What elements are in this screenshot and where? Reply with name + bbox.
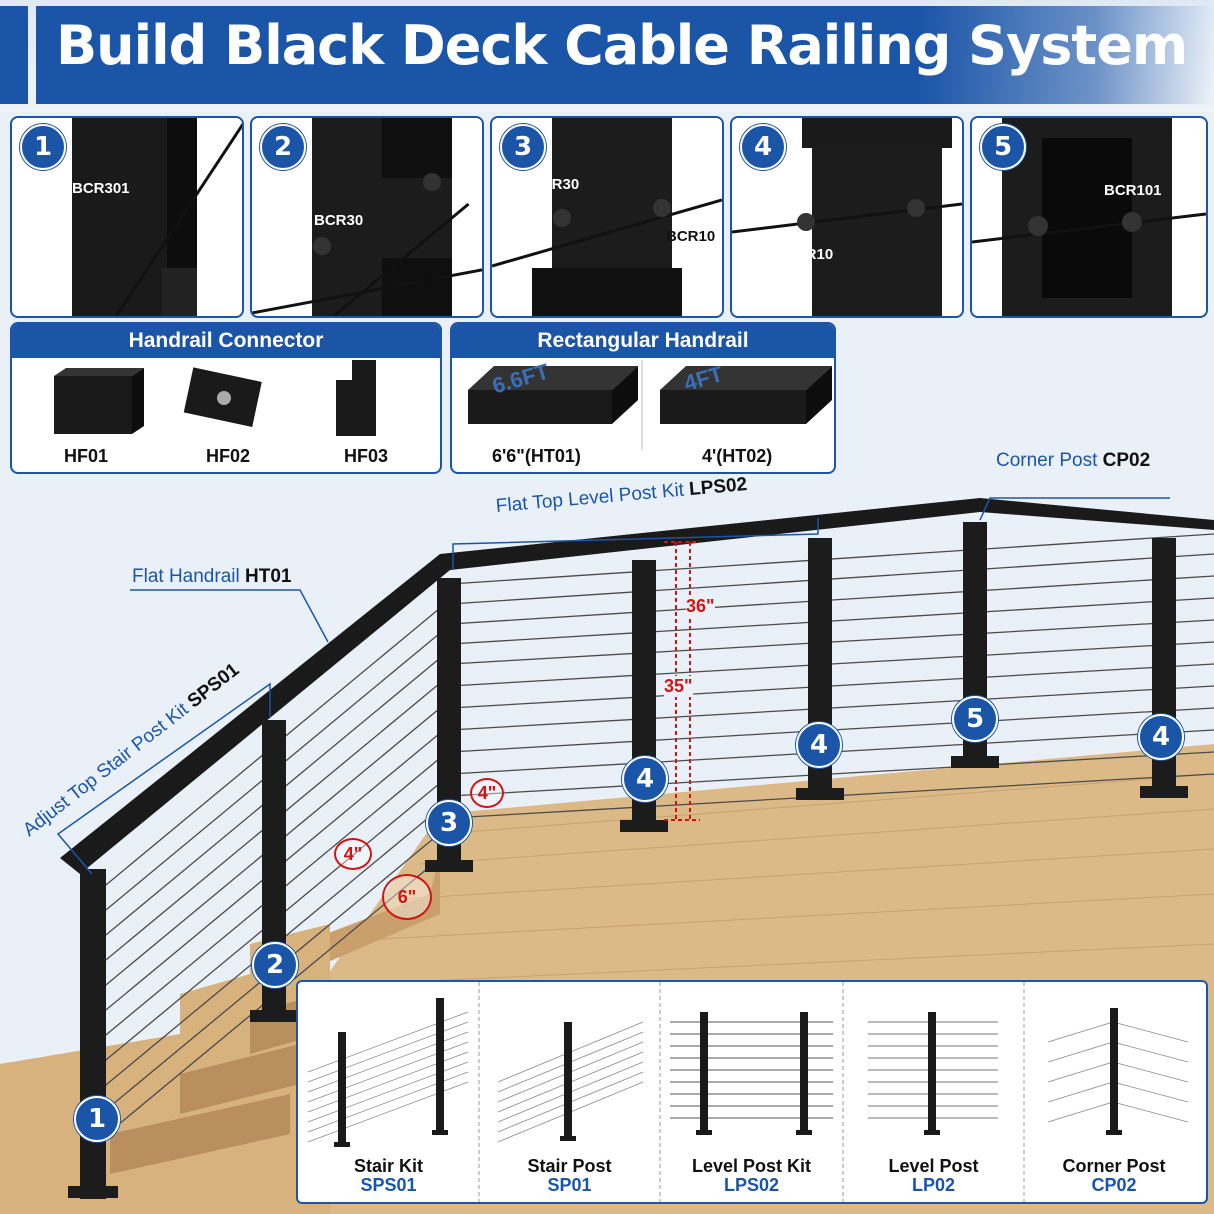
detail-panel-3: 3 BCR30 BCR10 xyxy=(490,116,724,318)
dimension-4-level: 4" xyxy=(470,778,504,808)
callout-code: LPS02 xyxy=(688,474,748,501)
level-pass-through-illustration xyxy=(732,118,962,316)
kit-illustrations xyxy=(307,982,1189,1202)
kit-name: Corner Post xyxy=(1062,1156,1166,1176)
detail-panel-5: 5 BCR101 xyxy=(970,116,1208,318)
scene-badge-2: 2 xyxy=(252,942,298,988)
kit-name: Level Post xyxy=(888,1156,979,1176)
part-label: BCR301 xyxy=(72,180,130,197)
handrail-connector-heading: Handrail Connector xyxy=(12,324,440,358)
dimension-6: 6" xyxy=(382,874,432,920)
end-fitting-illustration xyxy=(72,118,242,316)
part-label: BCR10 xyxy=(784,246,834,263)
kit-code: SP01 xyxy=(547,1175,592,1195)
connector-caption: HF01 xyxy=(64,446,109,466)
handrail-caption: 6'6"(HT01) xyxy=(492,446,581,466)
kit-name: Stair Post xyxy=(527,1156,612,1176)
detail-panel-1: 1 BCR301 xyxy=(10,116,244,318)
title-accent xyxy=(0,6,28,104)
handrail-connector-box: Handrail Connector HF01 HF02 HF03 xyxy=(10,322,442,474)
handrail-caption: 4'(HT02) xyxy=(702,446,773,466)
callout-name: Corner Post xyxy=(996,450,1098,471)
connector-caption: HF03 xyxy=(344,446,389,466)
kit-panel: Stair Kit SPS01 Stair Post SP01 Level Po… xyxy=(296,980,1208,1204)
kit-code: LPS02 xyxy=(723,1175,780,1195)
dimension-4-stair: 4" xyxy=(334,838,372,870)
connector-caption: HF02 xyxy=(206,446,251,466)
detail-panel-4: 4 BCR10 xyxy=(730,116,964,318)
kit-code: CP02 xyxy=(1091,1175,1137,1195)
step-badge-2: 2 xyxy=(260,124,306,170)
tensioner-illustration xyxy=(252,118,482,316)
callout-leaders xyxy=(56,497,1170,875)
rectangular-handrail-heading: Rectangular Handrail xyxy=(452,324,834,358)
dimension-lines xyxy=(664,541,700,821)
kit-name: Level Post Kit xyxy=(691,1156,812,1176)
detail-panel-2: 2 BCR30 xyxy=(250,116,484,318)
kit-name: Stair Kit xyxy=(353,1156,423,1176)
step-badge-5: 5 xyxy=(980,124,1026,170)
handrail xyxy=(60,498,1214,874)
callout-corner-post: Corner Post CP02 xyxy=(996,450,1150,472)
step-badge-1: 1 xyxy=(20,124,66,170)
step-badge-4: 4 xyxy=(740,124,786,170)
dimension-35: 35" xyxy=(664,676,693,697)
deck-boards xyxy=(359,773,1214,985)
scene-badge-5: 5 xyxy=(952,696,998,742)
title-band xyxy=(36,6,1214,104)
callout-name: Flat Handrail xyxy=(132,566,240,587)
kit-code: SPS01 xyxy=(360,1175,417,1195)
part-label: BCR10 xyxy=(666,228,716,245)
scene-badge-3: 3 xyxy=(426,800,472,846)
callout-code: HT01 xyxy=(245,566,292,587)
part-label: BCR30 xyxy=(314,212,364,229)
scene-badge-4: 4 xyxy=(796,722,842,768)
part-label: BCR101 xyxy=(1104,182,1162,199)
callout-flat-handrail: Flat Handrail HT01 xyxy=(132,566,291,588)
page-title: Build Black Deck Cable Railing System xyxy=(56,14,1188,77)
step-badge-3: 3 xyxy=(500,124,546,170)
handrail-illustrations xyxy=(468,360,832,450)
part-label: BCR30 xyxy=(530,176,580,193)
kit-code: LP02 xyxy=(911,1175,956,1195)
connector-illustrations xyxy=(54,360,376,436)
corner-post-illustration xyxy=(972,118,1206,316)
pass-through-illustration xyxy=(492,118,722,316)
scene-badge-4: 4 xyxy=(622,756,668,802)
scene-badge-4: 4 xyxy=(1138,714,1184,760)
callout-code: CP02 xyxy=(1102,450,1151,471)
rectangular-handrail-box: Rectangular Handrail 6.6FT 4FT 6'6"(HT01… xyxy=(450,322,836,474)
scene-badge-1: 1 xyxy=(74,1096,120,1142)
dimension-36: 36" xyxy=(686,596,715,617)
